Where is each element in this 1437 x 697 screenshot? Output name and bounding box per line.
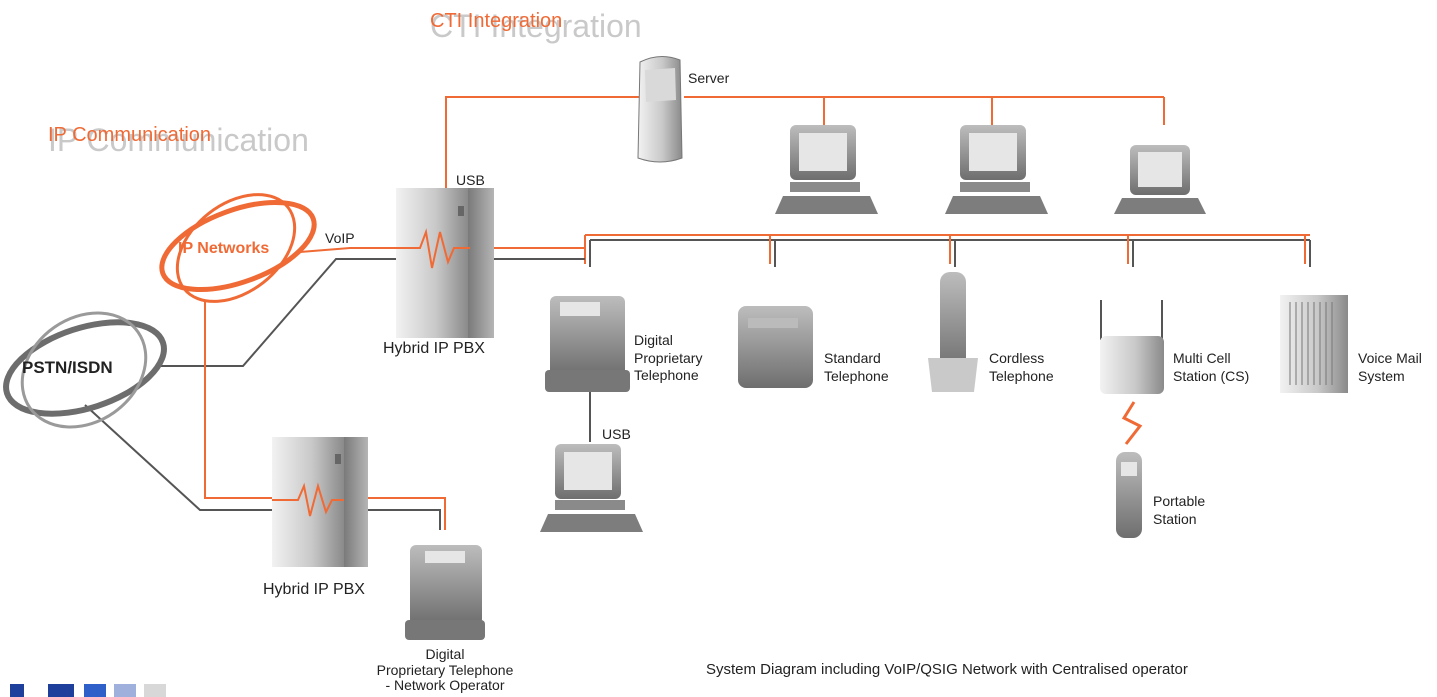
digital-phone-line-2: Proprietary <box>634 349 703 366</box>
network-operator-line-2: Proprietary Telephone <box>376 661 514 678</box>
main-pbx-device <box>396 188 494 338</box>
cordless-phone-line-2: Telephone <box>989 367 1054 384</box>
standard-phone-label: Standard Telephone <box>824 350 889 385</box>
computer-4 <box>540 444 643 532</box>
cordless-phone-label: Cordless Telephone <box>989 350 1054 385</box>
computer-1 <box>775 125 878 214</box>
computer-2 <box>945 125 1048 214</box>
portable-line-2: Station <box>1153 510 1197 527</box>
cordless-phone-device <box>928 272 978 392</box>
ip-networks-label: IP Networks <box>178 240 270 257</box>
digital-phone-line-1: Digital <box>634 332 673 348</box>
cti-title-ghost: CTI Integration <box>430 8 642 44</box>
ip-title-ghost: IP Communication <box>48 122 309 158</box>
portable-line-1: Portable <box>1153 493 1206 509</box>
ip-title: IP Communication <box>48 124 212 146</box>
multi-cell-label: Multi Cell Station (CS) <box>1173 350 1249 385</box>
corner-square-2 <box>48 684 74 697</box>
multi-cell-device <box>1100 300 1164 445</box>
network-operator-line-3: - Network Operator <box>385 677 505 694</box>
voice-mail-line-1: Voice Mail <box>1358 350 1422 366</box>
standard-phone-line-1: Standard <box>824 350 881 366</box>
server-label: Server <box>688 70 730 86</box>
digital-phone-line-3: Telephone <box>634 367 699 383</box>
pstn-ring <box>3 311 167 429</box>
digital-phone-device <box>545 296 630 392</box>
computer-3 <box>1114 145 1206 214</box>
usb-top-label: USB <box>456 172 485 188</box>
operator-phone-device <box>405 545 485 640</box>
multi-cell-line-2: Station (CS) <box>1173 367 1250 384</box>
second-pbx-device <box>272 437 368 567</box>
diagram-caption: System Diagram including VoIP/QSIG Netwo… <box>706 661 1188 678</box>
standard-phone-line-2: Telephone <box>824 367 889 384</box>
voip-label: VoIP <box>325 230 355 246</box>
multi-cell-line-1: Multi Cell <box>1173 350 1231 366</box>
voice-mail-label: Voice Mail System <box>1358 350 1422 385</box>
usb-mid-label: USB <box>602 426 631 442</box>
cti-title: CTI Integration <box>430 10 563 32</box>
extension-bus <box>584 234 1311 442</box>
corner-square-4 <box>114 684 136 697</box>
corner-square-3 <box>84 684 106 697</box>
corner-square-1 <box>10 684 24 697</box>
standard-phone-device <box>738 306 813 388</box>
cti-bus <box>445 96 1165 190</box>
network-operator-label: Digital Proprietary Telephone - Network … <box>345 646 545 694</box>
network-operator-line-1: Digital <box>425 646 465 662</box>
cordless-phone-line-1: Cordless <box>989 350 1045 366</box>
second-pbx-label: Hybrid IP PBX <box>263 581 365 598</box>
voice-mail-device <box>1280 295 1348 393</box>
voice-mail-line-2: System <box>1358 367 1405 384</box>
pstn-label: PSTN/ISDN <box>22 358 113 377</box>
digital-phone-label: Digital Proprietary Telephone <box>634 332 702 385</box>
portable-station-device <box>1116 452 1142 538</box>
corner-square-5 <box>144 684 166 697</box>
main-pbx-label: Hybrid IP PBX <box>383 340 485 357</box>
server-device <box>637 56 683 163</box>
portable-label: Portable Station <box>1153 493 1205 528</box>
ip-networks-ring <box>159 193 317 303</box>
